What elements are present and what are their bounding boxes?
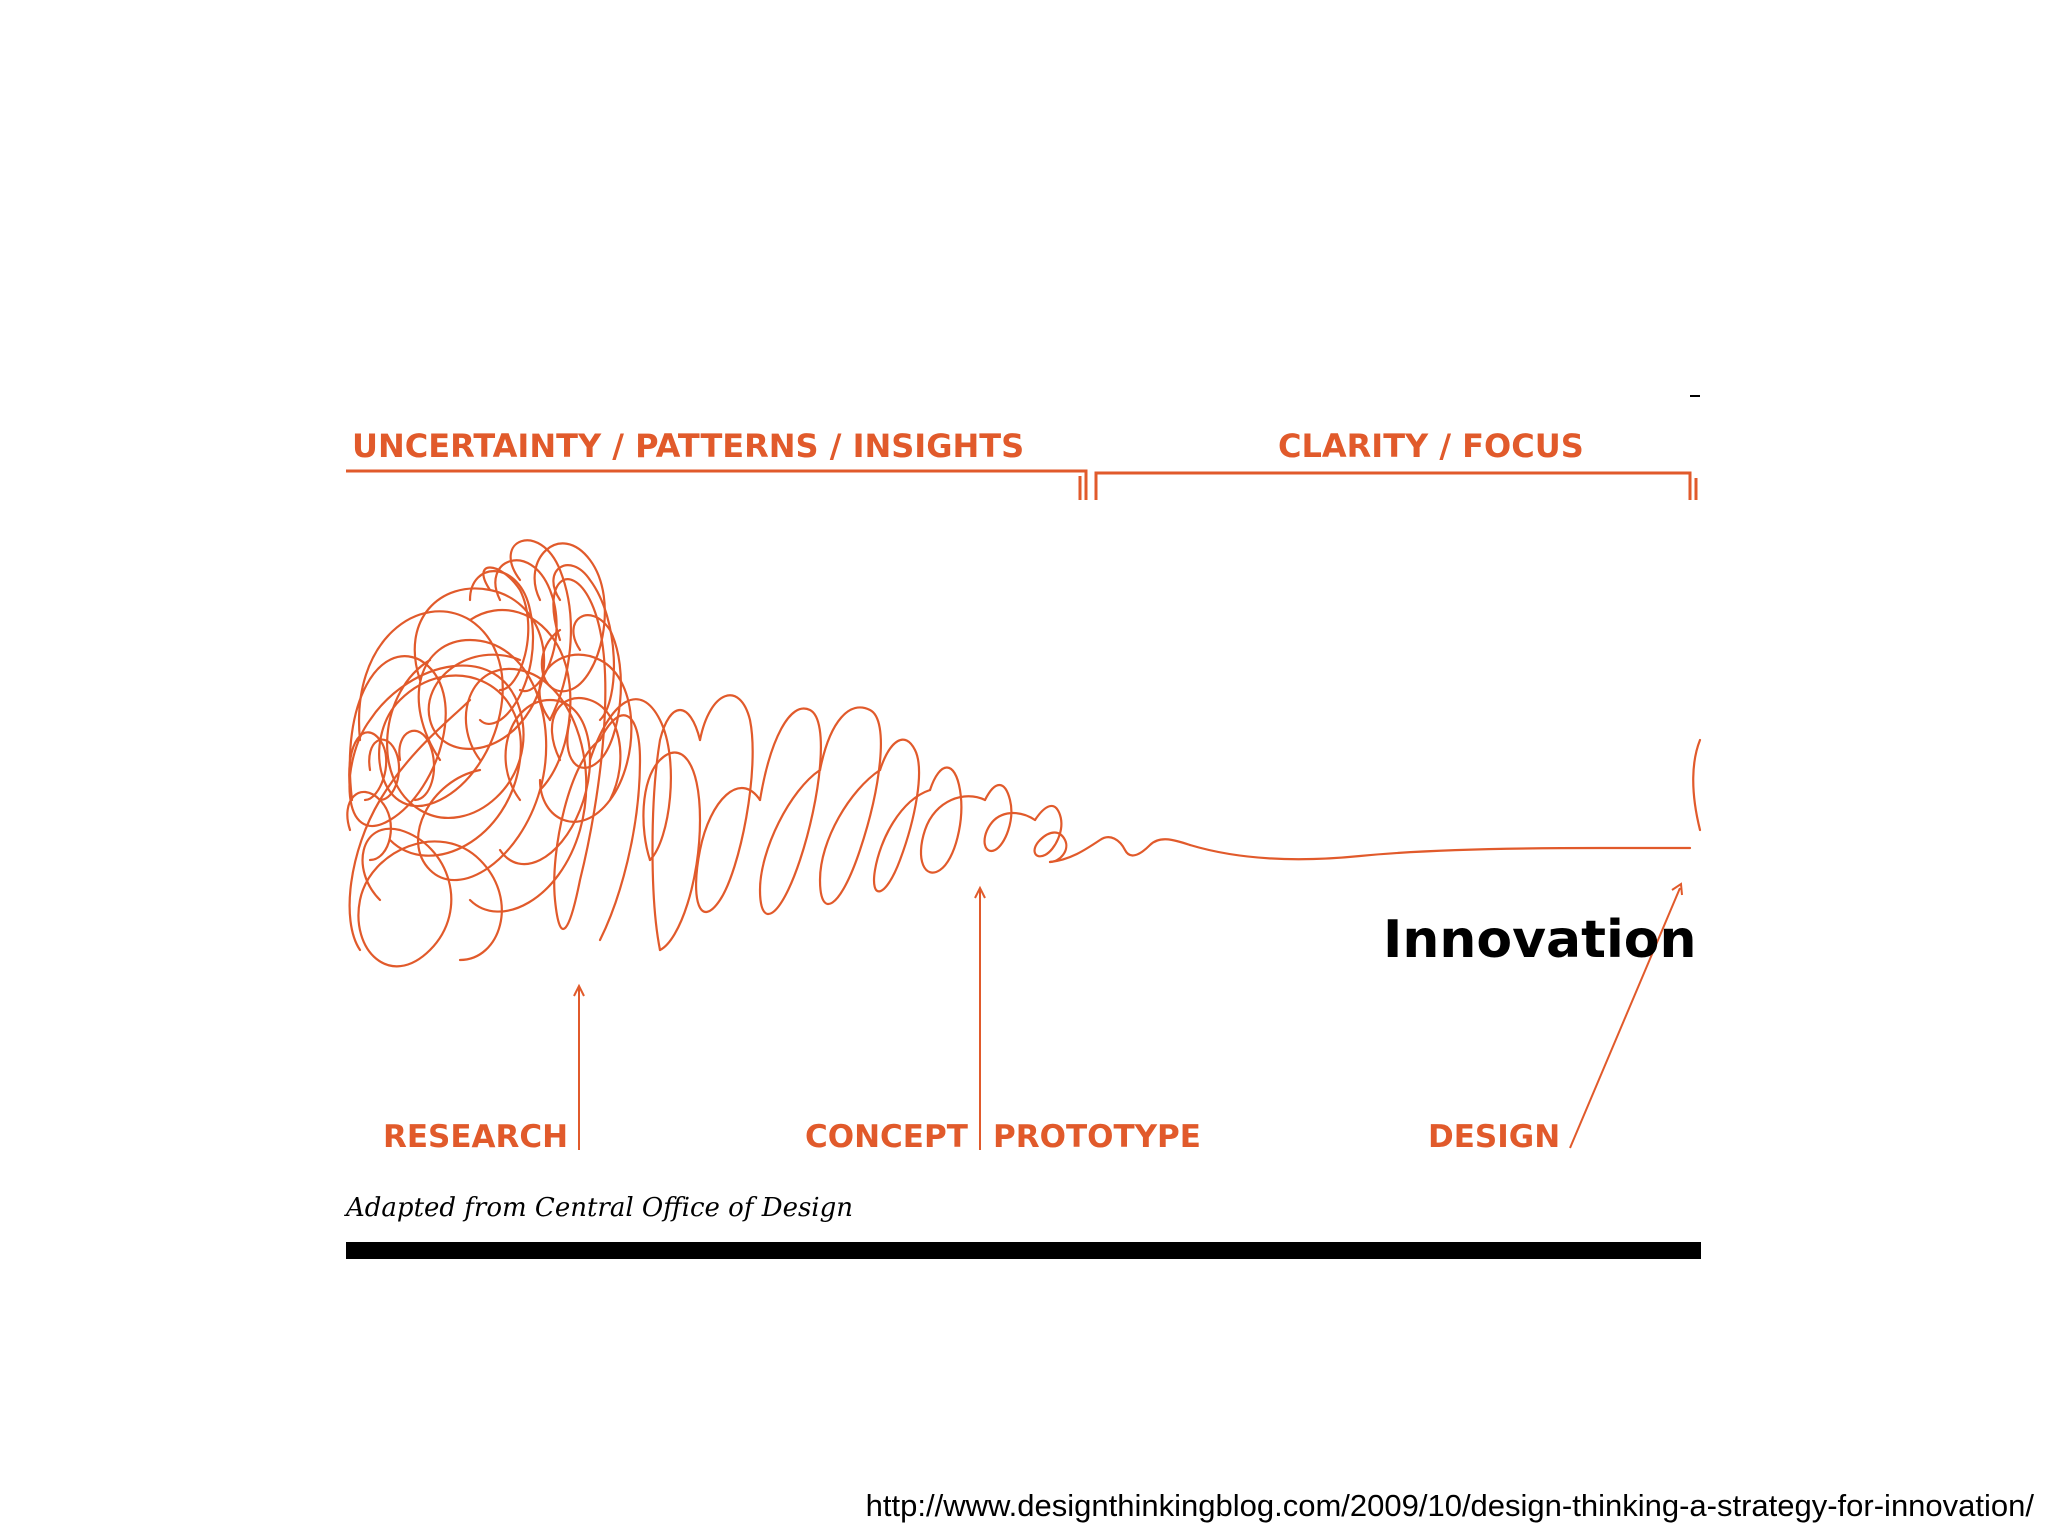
phase-bracket-clarity bbox=[1094, 471, 1698, 500]
stage-label-research: RESEARCH bbox=[383, 1119, 569, 1155]
stage-label-design: DESIGN bbox=[1428, 1119, 1561, 1155]
stage-label-prototype: PROTOTYPE bbox=[993, 1119, 1201, 1155]
stage-label-concept: CONCEPT bbox=[805, 1119, 968, 1155]
phase-bracket-uncertainty bbox=[346, 469, 1088, 500]
credit-caption: Adapted from Central Office of Design bbox=[346, 1193, 853, 1223]
concept-prototype-pointer bbox=[974, 885, 986, 1150]
design-pointer bbox=[1569, 882, 1683, 1149]
squiggle-line bbox=[346, 539, 1702, 968]
innovation-label: Innovation bbox=[1383, 910, 1697, 970]
phase-label-clarity: CLARITY / FOCUS bbox=[1278, 427, 1584, 465]
phase-label-uncertainty: UNCERTAINTY / PATTERNS / INSIGHTS bbox=[352, 427, 1025, 465]
bottom-rule bbox=[346, 1242, 1701, 1259]
source-url: http://www.designthinkingblog.com/2009/1… bbox=[865, 1488, 2034, 1523]
research-pointer bbox=[573, 983, 585, 1150]
